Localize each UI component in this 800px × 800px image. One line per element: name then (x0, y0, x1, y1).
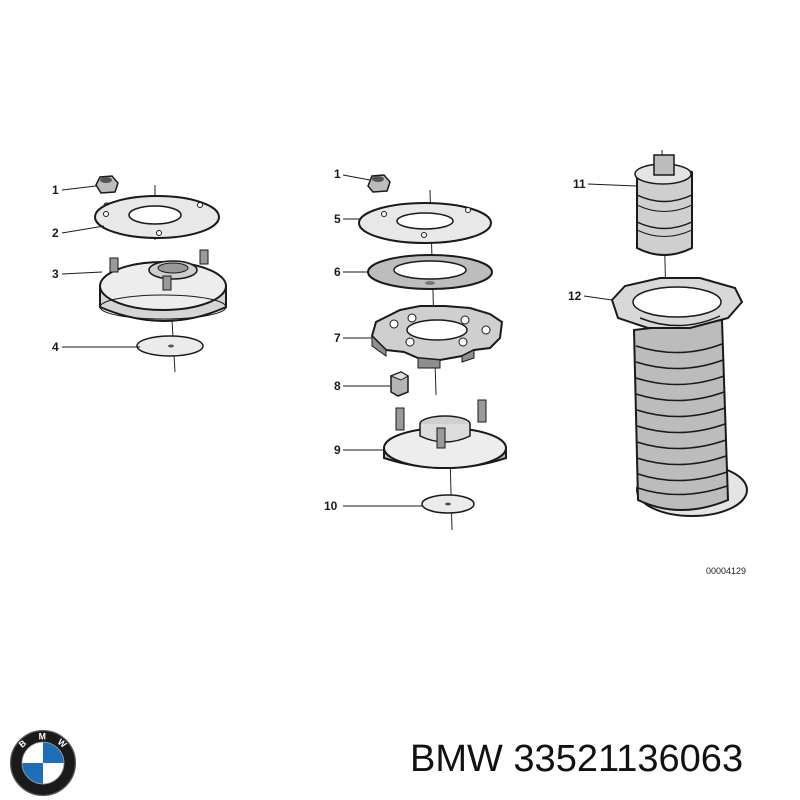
part-strut-mount-left (99, 249, 227, 322)
callout-1-left: 1 (52, 183, 59, 197)
callout-11: 11 (573, 177, 586, 191)
logo-letter-b: B (17, 738, 28, 750)
callout-7: 7 (334, 331, 341, 345)
callout-8: 8 (334, 379, 341, 393)
callout-5: 5 (334, 212, 341, 226)
part-gasket-center (367, 254, 493, 290)
part-nut-left (95, 175, 119, 208)
part-number-label: BMW 33521136063 (410, 738, 744, 780)
logo-letter-m: M (39, 731, 46, 741)
callout-leaders (61, 174, 637, 507)
callout-10: 10 (324, 499, 338, 513)
part-bushing-center (389, 371, 410, 397)
part-plate-left (94, 195, 220, 239)
part-bump-stop (634, 154, 693, 256)
part-strut-mount-center (383, 399, 507, 469)
callout-3: 3 (52, 267, 59, 281)
callout-4: 4 (52, 340, 59, 354)
part-washer-left (136, 335, 204, 357)
bmw-roundel-icon: B M W (9, 729, 77, 797)
part-washer-center (421, 494, 475, 514)
callout-12: 12 (568, 289, 582, 303)
callout-2: 2 (52, 226, 59, 240)
drawing-id: 00004129 (706, 566, 746, 576)
part-dust-boot (610, 277, 748, 517)
callout-6: 6 (334, 265, 341, 279)
callout-9: 9 (334, 443, 341, 457)
part-cog-ring-center (370, 305, 504, 369)
part-plate-center (358, 202, 492, 244)
callout-1-center: 1 (334, 167, 341, 181)
